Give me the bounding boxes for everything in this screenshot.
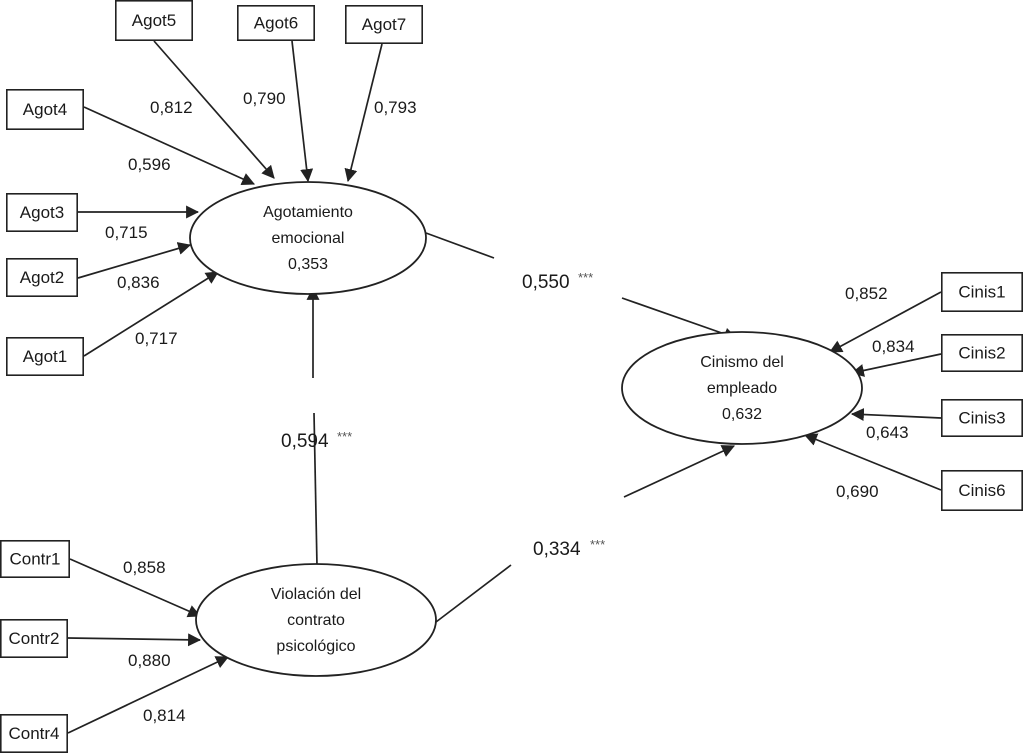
significance-stars: *** bbox=[590, 537, 605, 552]
loading-arrow-agot7 bbox=[344, 43, 383, 183]
indicator-label: Contr2 bbox=[8, 629, 59, 648]
loading-arrow-agot1 bbox=[83, 271, 219, 357]
path-coefficient: 0,334 bbox=[533, 539, 581, 560]
loading-arrow-cinis1 bbox=[829, 291, 942, 353]
indicator-box-agot7: Agot7 bbox=[344, 5, 423, 45]
indicator-box-contr4: Contr4 bbox=[0, 713, 69, 753]
loading-value: 0,717 bbox=[135, 329, 178, 348]
loading-value: 0,812 bbox=[150, 98, 193, 117]
latent-label-line: psicológico bbox=[276, 638, 355, 655]
loading-arrow-contr1 bbox=[69, 558, 201, 618]
path-contr-cinis-arrow bbox=[623, 445, 735, 498]
loading-arrow-contr4 bbox=[67, 656, 229, 734]
latent-ellipse bbox=[621, 331, 863, 445]
indicator-box-agot6: Agot6 bbox=[237, 5, 316, 42]
loading-value: 0,836 bbox=[117, 273, 160, 292]
indicator-label: Agot6 bbox=[254, 14, 298, 33]
indicator-box-contr2: Contr2 bbox=[0, 618, 69, 658]
loading-value: 0,793 bbox=[374, 98, 417, 117]
significance-stars: *** bbox=[578, 270, 593, 285]
indicator-label: Agot3 bbox=[20, 203, 64, 222]
latent-agot: Agotamiento emocional 0,353 bbox=[189, 181, 427, 295]
indicator-label: Contr1 bbox=[9, 550, 60, 569]
indicator-box-contr1: Contr1 bbox=[0, 539, 71, 578]
loading-value: 0,834 bbox=[872, 337, 915, 356]
indicator-box-cinis2: Cinis2 bbox=[940, 333, 1023, 372]
loading-value: 0,690 bbox=[836, 482, 879, 501]
loading-value: 0,814 bbox=[143, 706, 186, 725]
loading-value: 0,790 bbox=[243, 89, 286, 108]
latent-cinis: Cinismo del empleado 0,632 bbox=[621, 331, 863, 445]
indicator-label: Cinis1 bbox=[958, 283, 1005, 302]
indicator-box-agot5: Agot5 bbox=[115, 0, 194, 42]
indicator-label: Agot1 bbox=[23, 347, 67, 366]
indicator-label: Agot2 bbox=[20, 268, 64, 287]
loading-arrow-cinis3 bbox=[850, 408, 942, 422]
indicator-box-agot1: Agot1 bbox=[6, 336, 85, 376]
latent-label-line: empleado bbox=[707, 380, 777, 397]
latent-label-line: emocional bbox=[272, 230, 345, 247]
loading-value: 0,858 bbox=[123, 558, 166, 577]
latent-ellipse bbox=[189, 181, 427, 295]
loading-arrow-contr2 bbox=[67, 633, 202, 647]
indicator-box-agot3: Agot3 bbox=[6, 193, 79, 233]
significance-stars: *** bbox=[337, 429, 352, 444]
indicator-label: Cinis3 bbox=[958, 409, 1005, 428]
indicator-label: Agot4 bbox=[23, 100, 67, 119]
path-contr-cinis-segment bbox=[435, 564, 512, 623]
latent-label-line: contrato bbox=[287, 612, 345, 629]
loading-arrow-cinis6 bbox=[803, 433, 942, 491]
latent-label-line: Cinismo del bbox=[700, 354, 784, 371]
indicator-box-agot4: Agot4 bbox=[6, 89, 85, 131]
latent-label-line: 0,632 bbox=[722, 406, 762, 423]
indicator-label: Cinis6 bbox=[958, 481, 1005, 500]
latent-contr: Violación del contrato psicológico bbox=[195, 563, 437, 677]
indicator-label: Agot5 bbox=[132, 11, 176, 30]
path-coefficient: 0,594 bbox=[281, 431, 329, 452]
loading-value: 0,643 bbox=[866, 423, 909, 442]
indicator-label: Contr4 bbox=[8, 724, 59, 743]
indicator-box-agot2: Agot2 bbox=[6, 257, 79, 297]
latent-ellipse bbox=[195, 563, 437, 677]
path-coefficient: 0,550 bbox=[522, 272, 570, 293]
loading-value: 0,715 bbox=[105, 223, 148, 242]
indicator-label: Agot7 bbox=[362, 15, 406, 34]
indicator-box-cinis1: Cinis1 bbox=[940, 271, 1023, 312]
indicator-box-cinis3: Cinis3 bbox=[940, 398, 1023, 437]
path-agot-cinis-arrow bbox=[621, 297, 738, 341]
latent-label-line: 0,353 bbox=[288, 256, 328, 273]
loading-value: 0,880 bbox=[128, 651, 171, 670]
loading-arrow-agot5 bbox=[153, 40, 275, 179]
indicator-label: Cinis2 bbox=[958, 344, 1005, 363]
loading-arrow-agot2 bbox=[77, 242, 192, 279]
latent-label-line: Agotamiento bbox=[263, 204, 353, 221]
loading-arrow-agot6 bbox=[291, 40, 314, 183]
path-agot-cinis-segment bbox=[425, 232, 495, 259]
loading-arrow-agot4 bbox=[83, 106, 255, 186]
indicator-box-cinis6: Cinis6 bbox=[940, 469, 1023, 511]
loading-value: 0,596 bbox=[128, 155, 171, 174]
loading-value: 0,852 bbox=[845, 284, 888, 303]
latent-label-line: Violación del bbox=[271, 586, 361, 603]
loading-arrow-cinis2 bbox=[850, 353, 942, 377]
path-contr-agot-segment bbox=[313, 412, 318, 567]
